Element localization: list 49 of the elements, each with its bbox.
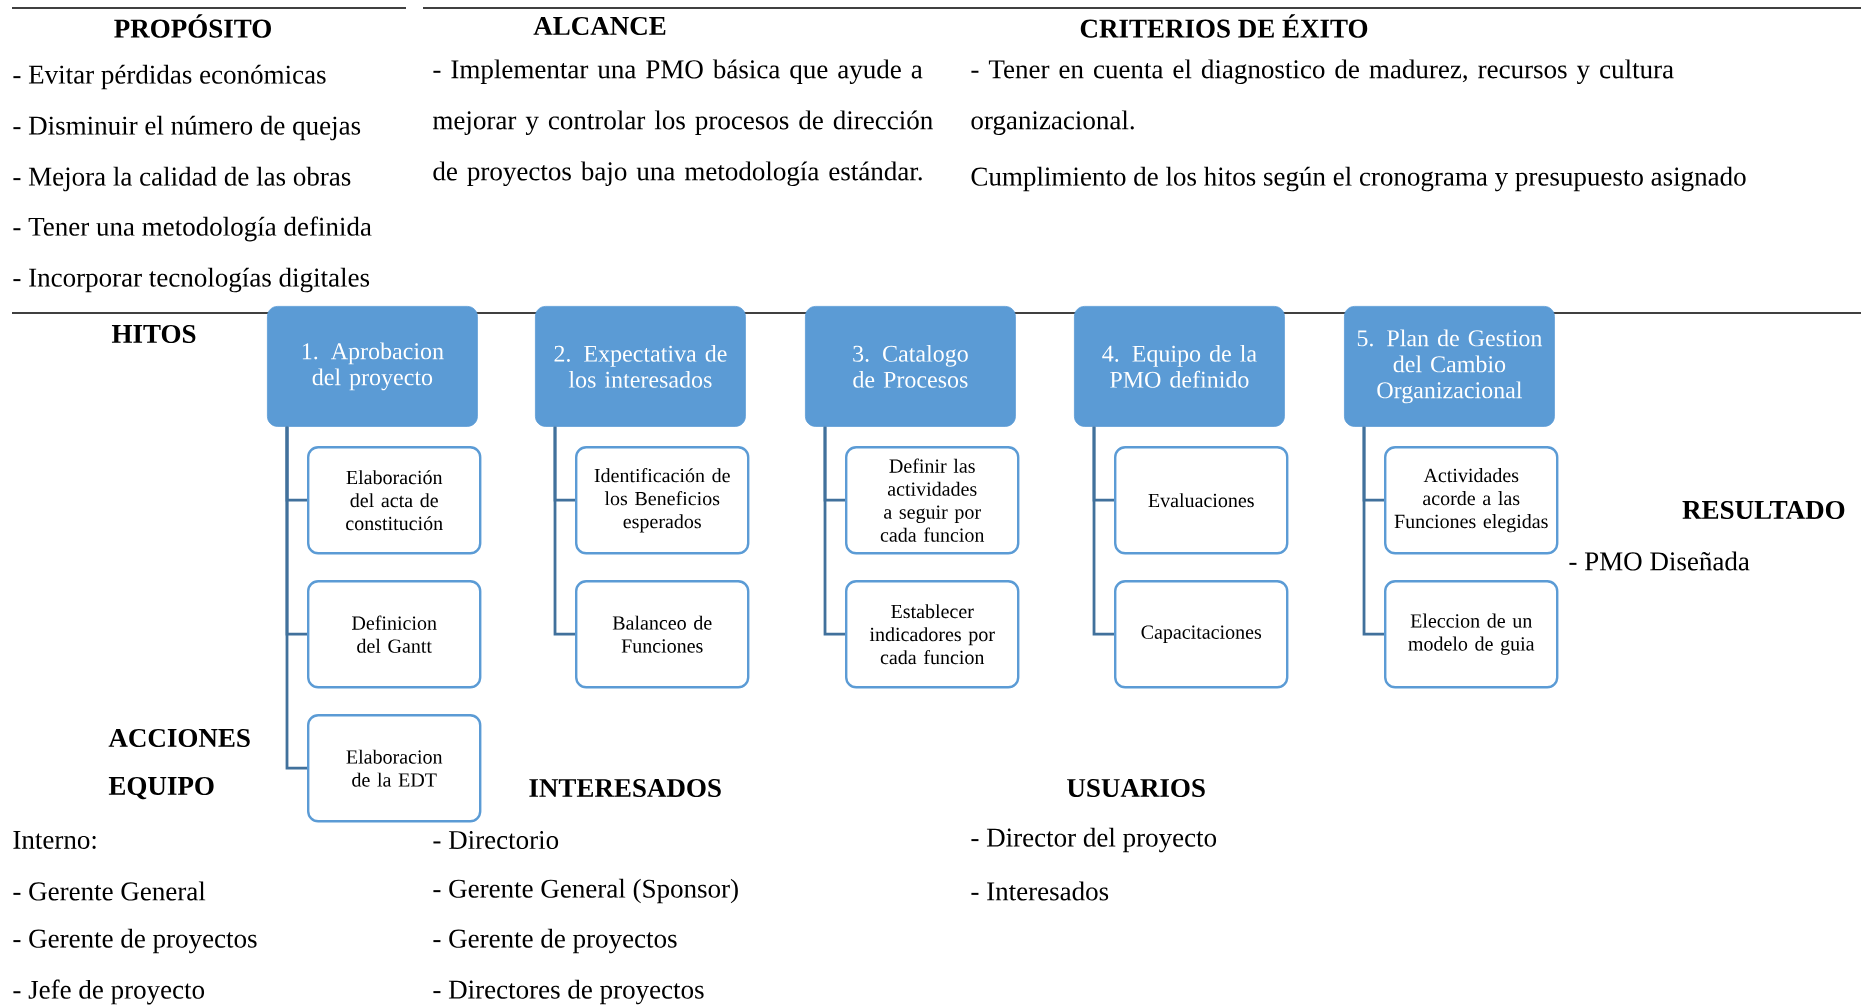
- section-heading: PROPÓSITO: [114, 14, 271, 38]
- list-item: - Gerente de proyectos: [433, 928, 677, 954]
- action-box: Establecer indicadores por cada funcion: [845, 580, 1020, 689]
- list-item: - Directores de proyectos: [433, 979, 704, 1005]
- section-heading: ACCIONES: [108, 728, 250, 748]
- action-box: Eleccion de un modelo de guia: [1384, 580, 1559, 689]
- connector: [553, 426, 575, 636]
- action-box: Elaboracion de la EDT: [307, 714, 482, 823]
- connector: [1362, 426, 1384, 636]
- action-box: Definicion del Gantt: [307, 580, 482, 689]
- action-box: Actividades acorde a las Funciones elegidas: [1384, 446, 1559, 555]
- list-item: - Gerente General: [13, 881, 206, 901]
- action-box: Elaboración del acta de constitución: [307, 446, 482, 555]
- action-box: Capacitaciones: [1114, 580, 1289, 689]
- list-item: - Directorio: [433, 830, 559, 850]
- list-item: Interno:: [13, 830, 96, 850]
- list-item: - Evitar pérdidas económicas: [13, 64, 326, 90]
- milestone-box: 5. Plan de Gestion del Cambio Organizacional: [1344, 306, 1555, 427]
- section-heading: HITOS: [111, 324, 196, 344]
- list-item: - Mejora la calidad de las obras: [13, 166, 351, 192]
- list-item: - Jefe de proyecto: [13, 979, 205, 1005]
- action-box: Balanceo de Funciones: [575, 580, 750, 689]
- section-heading: USUARIOS: [1067, 778, 1205, 798]
- section-heading: INTERESADOS: [529, 778, 721, 798]
- milestone-box: 3. Catalogo de Procesos: [805, 306, 1016, 427]
- section-heading: EQUIPO: [108, 776, 214, 800]
- section-heading: RESULTADO: [1682, 500, 1845, 520]
- connector: [823, 426, 845, 636]
- list-item: - Gerente General (Sponsor): [433, 878, 738, 904]
- action-box: Identificación de los Beneficios esperados: [575, 446, 750, 555]
- list-item: - Disminuir el número de quejas: [13, 115, 361, 141]
- connector: [1092, 426, 1114, 636]
- paragraph: - Tener en cuenta el diagnostico de madurez, recursos y cultura organizacional.: [971, 59, 1674, 135]
- milestone-box: 1. Aprobacion del proyecto: [267, 306, 478, 427]
- section-heading: ALCANCE: [533, 16, 666, 36]
- milestone-box: 2. Expectativa de los interesados: [535, 306, 746, 427]
- paragraph: Cumplimiento de los hitos según el cronograma y presupuesto asignado: [971, 166, 1746, 192]
- action-box: Definir las actividades a seguir por cada funcion: [845, 446, 1020, 555]
- paragraph: - Implementar una PMO básica que ayude a mejorar y controlar los procesos de dirección de proyectos bajo una metodología estándar.: [432, 59, 933, 186]
- list-item: - Director del proyecto: [971, 827, 1217, 853]
- connector: [285, 426, 307, 770]
- list-item: - PMO Diseñada: [1569, 551, 1750, 571]
- section-heading: CRITERIOS DE ÉXITO: [1080, 14, 1368, 38]
- list-item: - Incorporar tecnologías digitales: [13, 267, 370, 293]
- list-item: - Interesados: [971, 881, 1109, 901]
- list-item: - Gerente de proyectos: [13, 928, 257, 954]
- list-item: - Tener una metodología definida: [13, 216, 372, 242]
- milestone-box: 4. Equipo de la PMO definido: [1074, 306, 1285, 427]
- action-box: Evaluaciones: [1114, 446, 1289, 555]
